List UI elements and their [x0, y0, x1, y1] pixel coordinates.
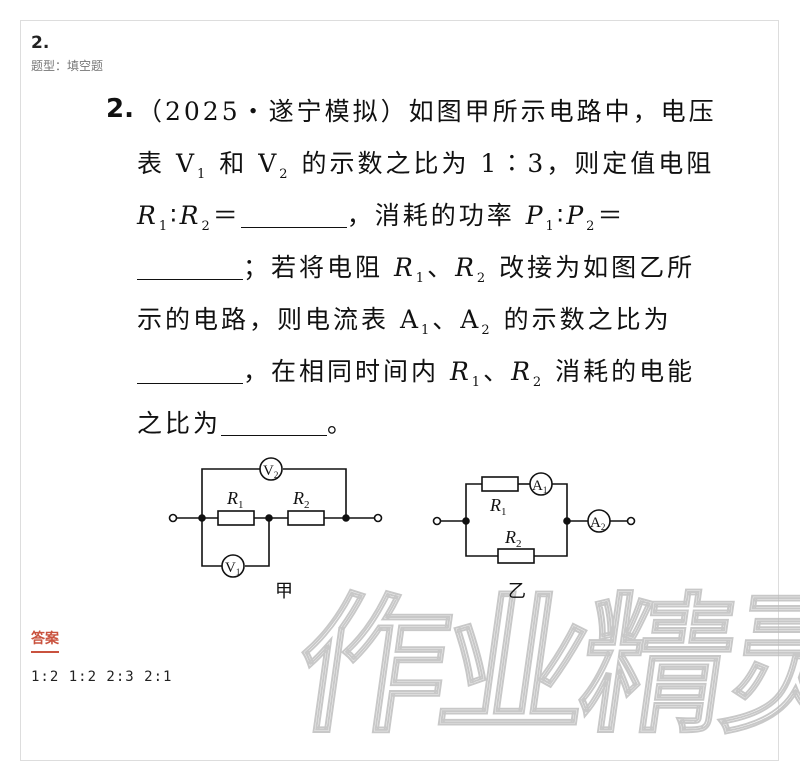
subscript: 2	[586, 219, 598, 234]
variable: R	[179, 201, 202, 230]
answer-blank[interactable]	[137, 357, 243, 384]
subscript: 2	[476, 271, 489, 286]
text-run: 消耗的电能	[544, 357, 696, 386]
svg-text:R1: R1	[489, 495, 507, 518]
text-run: ＝	[597, 201, 626, 230]
subscript: 1	[545, 219, 557, 234]
voltmeter-v2	[259, 457, 283, 481]
subscript: 1	[421, 323, 433, 338]
text-run: ∶	[170, 201, 180, 230]
text-run: 、	[483, 357, 512, 386]
text-run: 、	[427, 253, 456, 282]
subscript: 1	[415, 271, 428, 286]
variable: P	[525, 201, 546, 230]
variable: R	[455, 253, 477, 282]
text-run: 和 V	[208, 149, 280, 178]
question-card	[20, 20, 779, 761]
text-run: ，在相同时间内	[243, 357, 450, 386]
variable: R	[137, 201, 159, 230]
text-run: 的示数之比为 1∶3，则定值电阻	[290, 149, 715, 178]
problem-line: 之比为 。	[137, 404, 355, 440]
text-run: 之比为	[137, 409, 222, 438]
svg-text:V1: V1	[225, 560, 240, 577]
text-run: 。	[327, 409, 356, 438]
resistor-r2	[287, 510, 325, 526]
problem-number: 2.	[106, 94, 134, 124]
variable: R	[449, 357, 472, 386]
svg-text:R1: R1	[226, 488, 244, 511]
voltmeter-v1	[221, 554, 245, 578]
answer-blank[interactable]	[137, 253, 243, 280]
answer-text: 1:2 1:2 2:3 2:1	[31, 669, 173, 685]
resistor-r1	[217, 510, 255, 526]
circuit-b	[432, 472, 636, 564]
text-run: 、A	[432, 305, 482, 334]
problem-line: ；若将电阻 R1、R2 改接为如图乙所	[137, 248, 695, 286]
text-run: （2025・遂宁模拟）如图甲所示电路中，电压	[137, 97, 717, 126]
circuit-a	[168, 457, 383, 578]
variable: R	[393, 253, 416, 282]
problem-line: ，在相同时间内 R1、R2 消耗的电能	[137, 352, 695, 390]
text-run: ；若将电阻	[243, 253, 394, 282]
svg-text:A2: A2	[590, 515, 605, 532]
subscript: 2	[532, 375, 545, 390]
problem-line: （2025・遂宁模拟）如图甲所示电路中，电压	[137, 92, 717, 128]
answer-label: 答案	[31, 628, 59, 653]
caption-a: 甲	[275, 581, 293, 601]
problem-line: R1∶R2＝，消耗的功率 P1∶P2＝	[137, 196, 625, 234]
answer-blank[interactable]	[240, 201, 347, 228]
subscript: 2	[481, 323, 493, 338]
text-run: ∶	[556, 201, 567, 230]
subscript: 1	[197, 167, 209, 182]
text-run: ＝	[212, 201, 241, 230]
svg-text:V2: V2	[263, 463, 278, 480]
answer-blank[interactable]	[221, 409, 328, 436]
subscript: 2	[279, 167, 291, 182]
svg-text:R2: R2	[504, 527, 522, 550]
svg-text:A1: A1	[532, 478, 547, 495]
question-number: 2.	[31, 33, 50, 53]
subscript: 1	[158, 219, 171, 234]
problem-line: 表 V1 和 V2 的示数之比为 1∶3，则定值电阻	[137, 144, 714, 182]
text-run: 改接为如图乙所	[488, 253, 696, 282]
text-run: 表 V	[137, 149, 198, 178]
subscript: 1	[471, 375, 484, 390]
svg-text:R2: R2	[292, 488, 310, 511]
variable: R	[511, 357, 533, 386]
text-run: 示的电路，则电流表 A	[137, 305, 422, 334]
text-run: 的示数之比为	[492, 305, 672, 334]
variable: P	[566, 201, 587, 230]
caption-b: 乙	[508, 581, 526, 601]
question-type: 题型：填空题	[31, 59, 104, 73]
text-run: ，消耗的功率	[346, 201, 526, 230]
subscript: 2	[201, 219, 213, 234]
problem-line: 示的电路，则电流表 A1、A2 的示数之比为	[137, 300, 672, 338]
